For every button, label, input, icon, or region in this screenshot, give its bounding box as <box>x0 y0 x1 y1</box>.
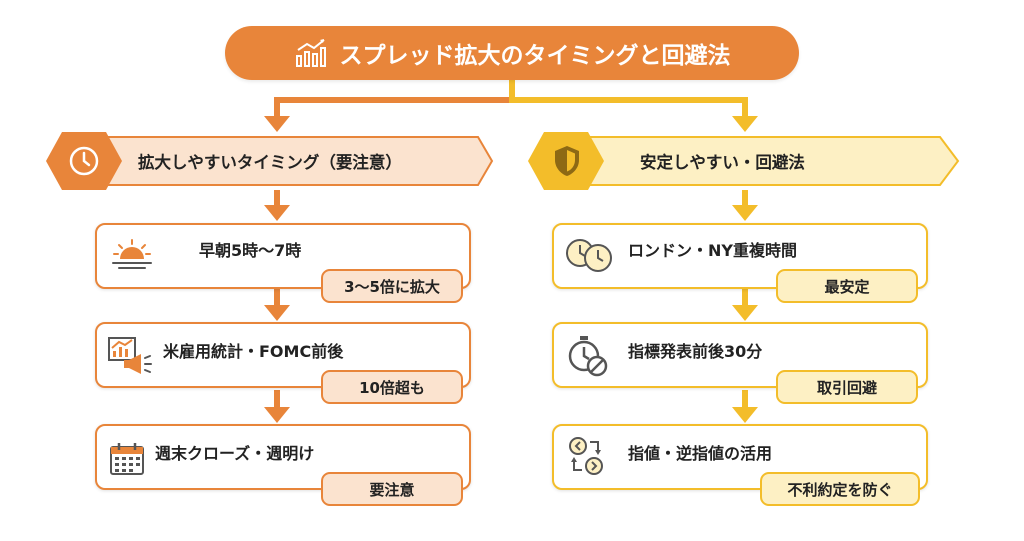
title-text: スプレッド拡大のタイミングと回避法 <box>339 43 731 69</box>
right-step-card-2: 指標発表前後30分 取引回避 <box>552 322 928 404</box>
right-step-card-3: 指値・逆指値の活用 不利約定を防ぐ <box>552 424 928 506</box>
left-step-2-badge: 10倍超も <box>321 370 463 404</box>
two-clocks-icon <box>566 239 612 272</box>
right-step-3-badge: 不利約定を防ぐ <box>760 472 920 506</box>
right-step-3-title: 指値・逆指値の活用 <box>628 444 773 463</box>
right-step-card-1: ロンドン・NY重複時間 最安定 <box>552 223 928 303</box>
left-step-card-3: 週末クローズ・週明け 要注意 <box>95 424 471 506</box>
left-step-1-badge: 3〜5倍に拡大 <box>321 269 463 303</box>
left-step-1-title: 早朝5時〜7時 <box>199 241 302 260</box>
diagram-title: スプレッド拡大のタイミングと回避法 <box>225 26 799 80</box>
left-header-label: 拡大しやすいタイミング（要注意） <box>138 153 402 172</box>
order-arrows-icon <box>569 437 603 475</box>
trend-chart-icon <box>295 39 326 67</box>
right-step-1-title: ロンドン・NY重複時間 <box>628 241 797 260</box>
right-step-1-badge: 最安定 <box>776 269 918 303</box>
chart-megaphone-icon <box>108 337 152 374</box>
left-step-card-1: 早朝5時〜7時 3〜5倍に拡大 <box>95 223 471 303</box>
left-step-3-badge: 要注意 <box>321 472 463 506</box>
left-step-2-title: 米雇用統計・FOMC前後 <box>163 342 344 361</box>
left-section-header: 拡大しやすいタイミング（要注意） <box>46 132 496 190</box>
stopwatch-prohibited-icon <box>568 336 608 377</box>
clock-icon <box>69 146 99 176</box>
right-step-2-badge: 取引回避 <box>776 370 918 404</box>
left-step-3-title: 週末クローズ・週明け <box>155 444 315 463</box>
left-step-card-2: 米雇用統計・FOMC前後 10倍超も <box>95 322 471 404</box>
right-step-2-title: 指標発表前後30分 <box>628 342 763 361</box>
sunrise-icon <box>112 239 152 269</box>
right-section-header: 安定しやすい・回避法 <box>528 132 978 190</box>
right-header-label: 安定しやすい・回避法 <box>640 153 805 172</box>
calendar-icon <box>110 443 144 475</box>
right-header-shape <box>528 132 960 190</box>
shield-icon <box>555 146 579 176</box>
